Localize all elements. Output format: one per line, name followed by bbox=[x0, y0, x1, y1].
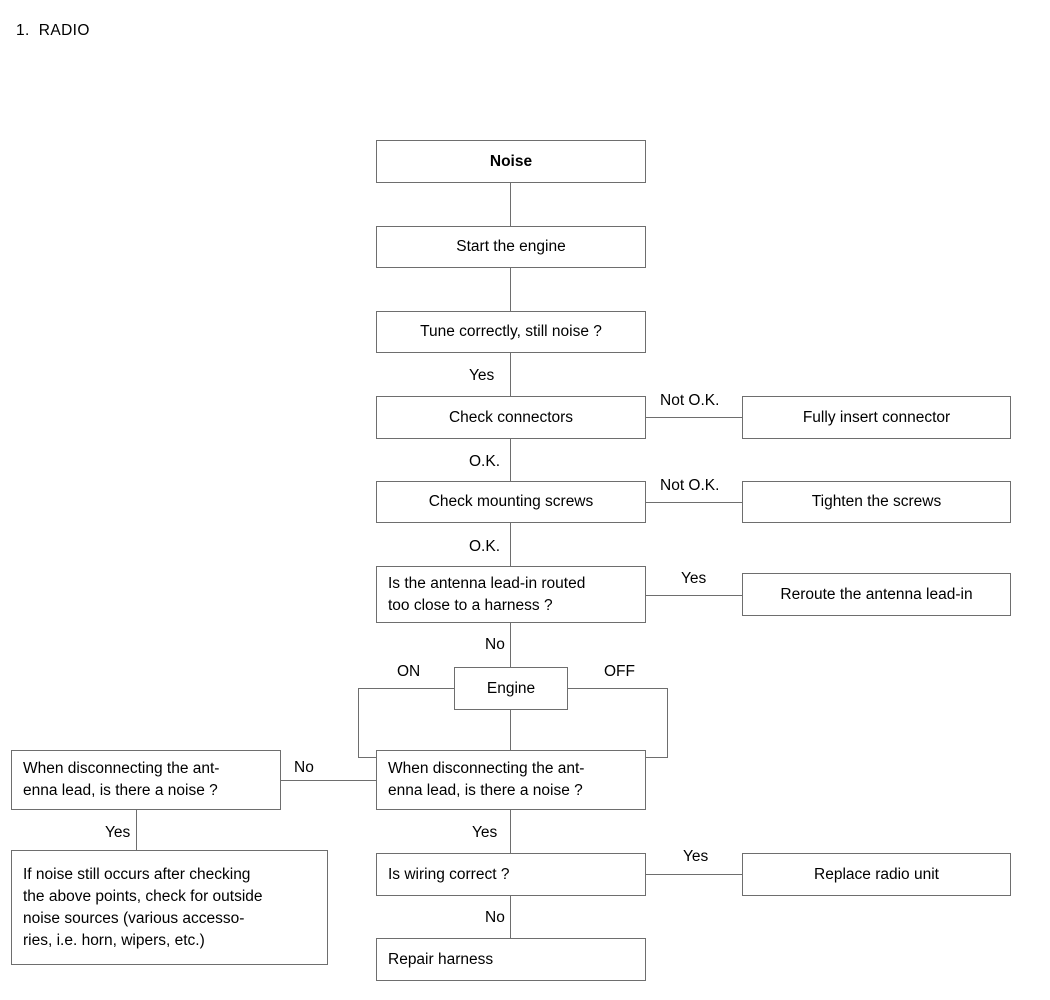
node-tighten-the-screws[interactable]: Tighten the screws bbox=[742, 481, 1011, 523]
edge-tune-to-check-connectors bbox=[510, 353, 512, 396]
edge-label-ok-screws: O.K. bbox=[466, 539, 504, 555]
node-noise-label: Noise bbox=[489, 152, 533, 170]
node-fully-insert-connector[interactable]: Fully insert connector bbox=[742, 396, 1011, 439]
edge-disconnect-left-to-outside-sources bbox=[136, 810, 138, 850]
node-outside-noise-sources[interactable]: If noise still occurs after checking the… bbox=[11, 850, 328, 965]
node-replace-radio-unit[interactable]: Replace radio unit bbox=[742, 853, 1011, 896]
edge-disconnect-right-to-wiring bbox=[510, 810, 512, 853]
node-reroute-antenna-leadin[interactable]: Reroute the antenna lead-in bbox=[742, 573, 1011, 616]
node-reroute-antenna-leadin-label: Reroute the antenna lead-in bbox=[780, 585, 973, 603]
node-disconnect-antenna-left[interactable]: When disconnecting the ant- enna lead, i… bbox=[11, 750, 281, 810]
edge-label-no-wiring: No bbox=[482, 910, 508, 926]
page-title: 1. RADIO bbox=[16, 22, 90, 40]
node-disconnect-antenna-right[interactable]: When disconnecting the ant- enna lead, i… bbox=[376, 750, 646, 810]
node-disconnect-antenna-left-line1: When disconnecting the ant- bbox=[23, 760, 220, 777]
node-outside-noise-sources-line3: noise sources (various accesso- bbox=[23, 909, 245, 927]
edge-label-off-engine: OFF bbox=[601, 664, 638, 680]
edge-label-ok-connectors: O.K. bbox=[466, 454, 504, 470]
edge-engine-on-into-box bbox=[358, 757, 376, 759]
edge-label-yes-disconnect-right: Yes bbox=[469, 825, 501, 841]
node-antenna-leadin[interactable]: Is the antenna lead-in routed too close … bbox=[376, 566, 646, 623]
node-antenna-leadin-line2: too close to a harness ? bbox=[388, 596, 553, 614]
edge-label-not-ok-screws: Not O.K. bbox=[657, 478, 723, 494]
node-check-connectors-label: Check connectors bbox=[448, 408, 574, 426]
edge-wiring-to-replace-radio bbox=[646, 874, 742, 876]
edge-label-on-engine: ON bbox=[394, 664, 424, 680]
edge-check-screws-to-antenna-leadin bbox=[510, 523, 512, 566]
edge-label-no-disconnect: No bbox=[291, 760, 317, 776]
edge-engine-off-vertical bbox=[667, 688, 669, 758]
node-outside-noise-sources-line2: the above points, check for outside bbox=[23, 887, 263, 905]
edge-label-yes-disconnect-left: Yes bbox=[102, 825, 134, 841]
edge-label-yes-antenna: Yes bbox=[678, 571, 710, 587]
node-noise[interactable]: Noise bbox=[376, 140, 646, 183]
edge-check-connectors-to-check-screws bbox=[510, 439, 512, 481]
node-antenna-leadin-line1: Is the antenna lead-in routed bbox=[388, 574, 586, 592]
edge-check-screws-to-tighten-screws bbox=[646, 502, 742, 504]
edge-engine-off-into-box bbox=[646, 757, 668, 759]
edge-engine-on-vertical bbox=[358, 688, 360, 758]
edge-label-not-ok-connectors: Not O.K. bbox=[657, 393, 723, 409]
node-is-wiring-correct[interactable]: Is wiring correct ? bbox=[376, 853, 646, 896]
node-repair-harness-label: Repair harness bbox=[388, 950, 494, 968]
page-title-text: RADIO bbox=[38, 22, 90, 39]
node-start-engine-label: Start the engine bbox=[456, 238, 566, 255]
edge-label-no-antenna: No bbox=[482, 637, 508, 653]
node-tune-correctly[interactable]: Tune correctly, still noise ? bbox=[376, 311, 646, 353]
node-outside-noise-sources-line1: If noise still occurs after checking bbox=[23, 865, 251, 883]
node-fully-insert-connector-label: Fully insert connector bbox=[802, 408, 951, 426]
node-engine[interactable]: Engine bbox=[454, 667, 568, 710]
edge-disconnect-right-to-left bbox=[281, 780, 376, 782]
node-check-mounting-screws[interactable]: Check mounting screws bbox=[376, 481, 646, 523]
node-replace-radio-unit-label: Replace radio unit bbox=[814, 865, 939, 883]
edge-start-engine-to-tune bbox=[510, 268, 512, 311]
node-check-mounting-screws-label: Check mounting screws bbox=[428, 493, 594, 510]
edge-engine-off-horizontal bbox=[568, 688, 668, 690]
node-disconnect-antenna-right-line2: enna lead, is there a noise ? bbox=[388, 782, 583, 799]
node-engine-label: Engine bbox=[486, 679, 536, 697]
node-repair-harness[interactable]: Repair harness bbox=[376, 938, 646, 981]
node-tune-correctly-label: Tune correctly, still noise ? bbox=[420, 323, 602, 340]
edge-antenna-leadin-to-reroute bbox=[646, 595, 742, 597]
edge-engine-to-disconnect-right bbox=[510, 710, 512, 750]
edge-label-yes-tune: Yes bbox=[466, 368, 498, 384]
node-is-wiring-correct-label: Is wiring correct ? bbox=[388, 865, 510, 883]
node-tighten-the-screws-label: Tighten the screws bbox=[811, 493, 942, 510]
edge-wiring-to-repair-harness bbox=[510, 896, 512, 938]
node-disconnect-antenna-left-line2: enna lead, is there a noise ? bbox=[23, 782, 218, 799]
node-outside-noise-sources-line4: ries, i.e. horn, wipers, etc.) bbox=[23, 931, 205, 949]
node-check-connectors[interactable]: Check connectors bbox=[376, 396, 646, 439]
edge-engine-on-horizontal bbox=[358, 688, 454, 690]
edge-noise-to-start-engine bbox=[510, 183, 512, 226]
edge-check-connectors-to-insert-connector bbox=[646, 417, 742, 419]
edge-label-yes-wiring: Yes bbox=[680, 849, 712, 865]
node-start-engine[interactable]: Start the engine bbox=[376, 226, 646, 268]
page-title-number: 1. bbox=[16, 22, 30, 39]
node-disconnect-antenna-right-line1: When disconnecting the ant- bbox=[388, 760, 585, 777]
edge-antenna-leadin-to-engine bbox=[510, 623, 512, 667]
